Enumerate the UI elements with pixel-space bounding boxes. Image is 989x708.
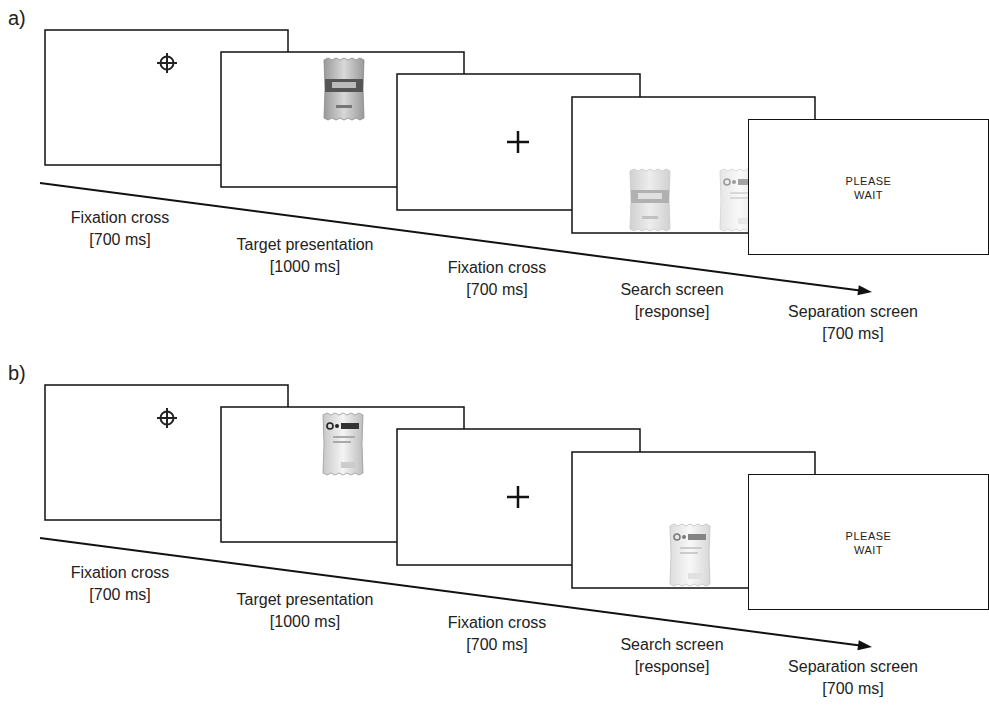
step-label: Separation screen [700 ms] bbox=[778, 656, 928, 700]
step-label: Fixation cross [700 ms] bbox=[60, 562, 180, 606]
step-label: Fixation cross [700 ms] bbox=[437, 257, 557, 301]
screen-text: PLEASE WAIT bbox=[839, 529, 899, 557]
step-label: Search screen [response] bbox=[610, 634, 735, 678]
step-label: Target presentation [1000 ms] bbox=[225, 589, 385, 633]
panel-letter: b) bbox=[8, 361, 48, 385]
step-label: Fixation cross [700 ms] bbox=[60, 207, 180, 251]
step-label: Search screen [response] bbox=[610, 279, 735, 323]
separation-screen: PLEASE WAIT bbox=[748, 119, 989, 255]
panel-letter: a) bbox=[8, 6, 48, 30]
step-label: Separation screen [700 ms] bbox=[778, 301, 928, 345]
separation-screen: PLEASE WAIT bbox=[748, 474, 989, 610]
step-label: Fixation cross [700 ms] bbox=[437, 612, 557, 656]
screen-text: PLEASE WAIT bbox=[839, 174, 899, 202]
step-label: Target presentation [1000 ms] bbox=[225, 234, 385, 278]
